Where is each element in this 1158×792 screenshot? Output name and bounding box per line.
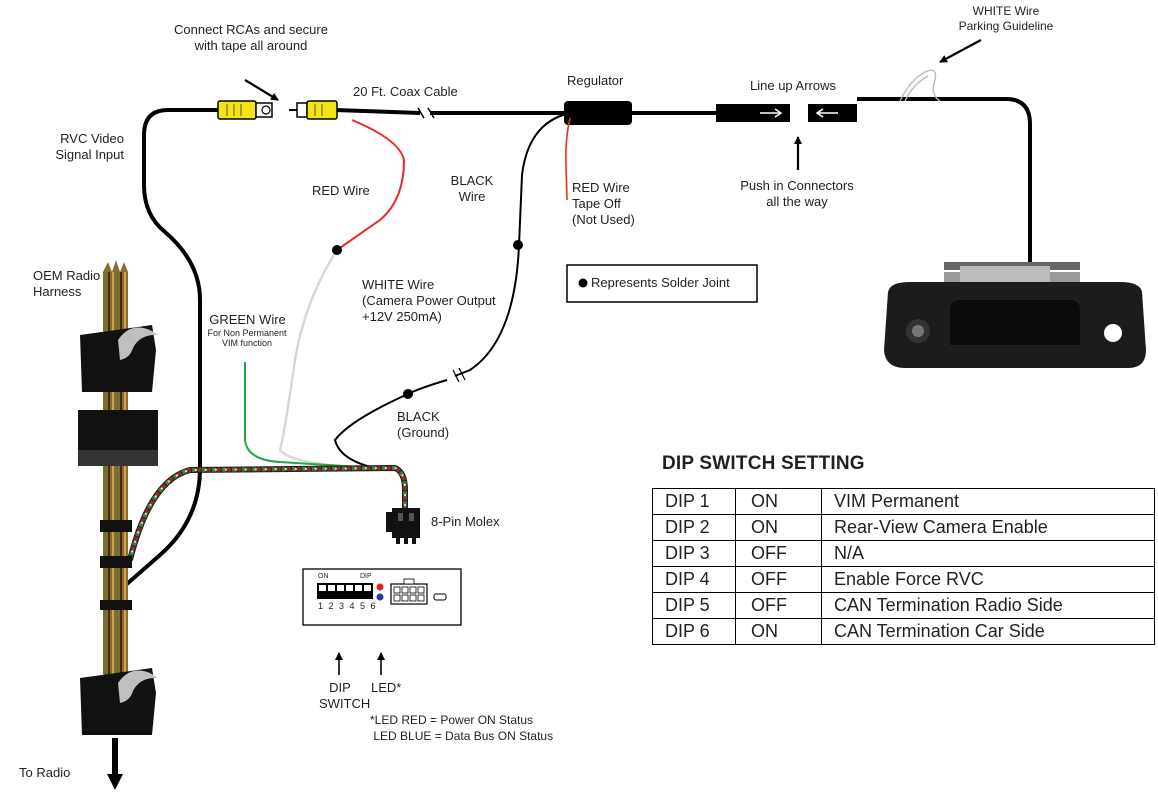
black-wire (454, 113, 567, 377)
table-row: DIP 2 ON Rear-View Camera Enable (652, 514, 1155, 541)
molex-label: 8-Pin Molex (431, 514, 500, 529)
to-radio-label: To Radio (19, 765, 71, 780)
function-cell: CAN Termination Radio Side (821, 592, 1155, 619)
state-cell: OFF (735, 566, 822, 593)
function-cell: VIM Permanent (821, 488, 1155, 515)
tailgate-camera-handle (884, 262, 1146, 368)
dip-cell: DIP 6 (652, 618, 736, 645)
function-cell: N/A (821, 540, 1155, 567)
white-wire-camera-label: WHITE Wire (Camera Power Output +12V 250… (362, 277, 496, 324)
dip-cell: DIP 4 (652, 566, 736, 593)
led-red-icon (376, 583, 384, 591)
solder-joint-legend-label: Represents Solder Joint (591, 275, 730, 290)
oem-radio-harness-label: OEM Radio Harness (33, 268, 101, 299)
regulator-label: Regulator (567, 73, 624, 88)
green-wire-label: GREEN Wire (209, 312, 286, 327)
black-ground-label: BLACK (Ground) (397, 409, 450, 440)
white-wire-camera-power (278, 249, 376, 470)
dip-cell: DIP 1 (652, 488, 736, 515)
solder-joint (403, 389, 413, 399)
molex-connector-icon (386, 508, 420, 544)
red-wire-label: RED Wire (312, 183, 370, 198)
state-cell: OFF (735, 592, 822, 619)
module-numbers-label: 1 2 3 4 5 6 (318, 601, 378, 611)
state-cell: ON (735, 514, 822, 541)
rca-male-connector (289, 100, 338, 120)
table-row: DIP 1 ON VIM Permanent (652, 488, 1155, 515)
callout-arrows (244, 39, 982, 675)
parking-guideline-wire (899, 69, 941, 102)
table-row: DIP 4 OFF Enable Force RVC (652, 566, 1155, 593)
dip-switch-label: DIP SWITCH (319, 680, 371, 711)
led-note-label: *LED RED = Power ON Status LED BLUE = Da… (370, 713, 554, 743)
oem-radio-harness (78, 260, 158, 735)
black-wire-label: BLACK Wire (450, 173, 494, 204)
solder-joint (513, 240, 523, 250)
red-wire (336, 119, 406, 251)
solder-joint (332, 245, 342, 255)
dip-cell: DIP 3 (652, 540, 736, 567)
dip-setting-title: DIP SWITCH SETTING (662, 453, 865, 474)
table-row: DIP 3 OFF N/A (652, 540, 1155, 567)
rca-female-connector (217, 100, 273, 120)
table-row: DIP 5 OFF CAN Termination Radio Side (652, 592, 1155, 619)
function-cell: Rear-View Camera Enable (821, 514, 1155, 541)
connect-rcas-label: Connect RCAs and secure with tape all ar… (174, 22, 328, 53)
red-wire-tape-off (565, 117, 571, 201)
line-up-connectors (716, 104, 857, 122)
solder-joint-legend-icon (578, 278, 588, 288)
state-cell: OFF (735, 540, 822, 567)
rvc-video-input-label: RVC Video Signal Input (55, 131, 124, 162)
dip-setting-table: DIP 1 ON VIM Permanent DIP 2 ON Rear-Vie… (652, 488, 1155, 645)
line-up-arrows-label: Line up Arrows (750, 78, 836, 93)
module-on-label: ON (318, 573, 329, 580)
led-blue-icon (376, 593, 384, 601)
state-cell: ON (735, 488, 822, 515)
led-label: LED* (371, 680, 402, 695)
twisted-harness (127, 464, 408, 561)
push-in-connectors-label: Push in Connectors all the way (740, 178, 854, 209)
dip-cell: DIP 5 (652, 592, 736, 619)
coax-cable-label: 20 Ft. Coax Cable (353, 84, 458, 99)
function-cell: Enable Force RVC (821, 566, 1155, 593)
dip-cell: DIP 2 (652, 514, 736, 541)
function-cell: CAN Termination Car Side (821, 618, 1155, 645)
green-wire-note: For Non Permanent VIM function (207, 328, 287, 348)
white-wire-parking-label: WHITE Wire Parking Guideline (958, 4, 1054, 33)
black-ground-wire (333, 379, 448, 469)
module-dip-label: DIP (360, 573, 372, 580)
coax-cable (118, 97, 1032, 592)
table-row: DIP 6 ON CAN Termination Car Side (652, 618, 1155, 645)
state-cell: ON (735, 618, 822, 645)
interface-module-icon (302, 568, 462, 626)
red-wire-tape-off-label: RED Wire Tape Off (Not Used) (572, 180, 635, 227)
regulator-box (564, 101, 632, 125)
green-wire (244, 362, 376, 469)
solder-legend-box (566, 264, 758, 303)
